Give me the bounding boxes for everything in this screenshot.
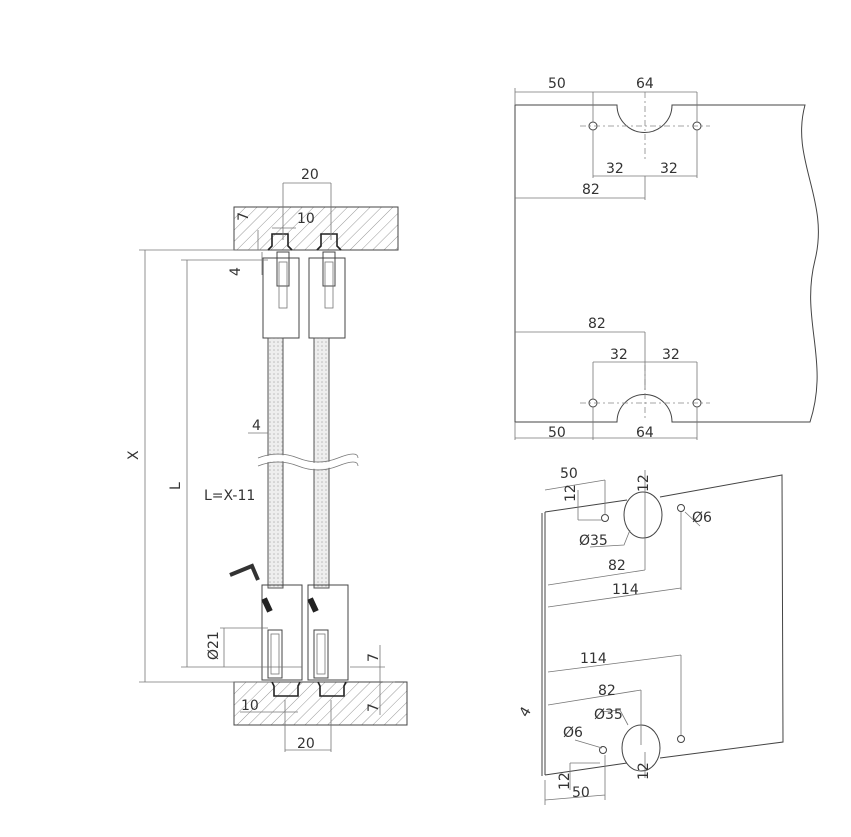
- iso-dim-top-hole-diameter: Ø6: [692, 510, 712, 526]
- dim-bottom-width: 20: [297, 736, 315, 752]
- break-line: [256, 455, 361, 469]
- dim-wheel-diameter: Ø21: [206, 631, 222, 660]
- allen-key-icon: [229, 563, 260, 581]
- iso-top-hole-left: [601, 514, 609, 522]
- dim-bottom-edge-offset: 50: [548, 425, 566, 441]
- dim-bottom-half-right: 32: [662, 347, 680, 363]
- dim-top-edge-offset: 50: [548, 76, 566, 92]
- dim-bottom-center: 82: [588, 316, 606, 332]
- iso-bottom-hole-left: [599, 746, 607, 754]
- dim-top-width: 20: [301, 167, 319, 183]
- iso-dim-bottom-hole-diameter: Ø6: [563, 725, 583, 741]
- dim-top-depth: 7: [236, 212, 252, 221]
- dim-top-center: 82: [582, 182, 600, 198]
- iso-dim-top-cutout-diameter: Ø35: [579, 533, 608, 549]
- bottom-carriage-right: [307, 584, 349, 681]
- dim-bottom-gap: 7: [366, 653, 382, 662]
- dim-panel-length-l: L: [168, 482, 184, 490]
- iso-bottom-hole-right: [677, 735, 685, 743]
- dim-bottom-groove: 10: [241, 698, 259, 714]
- top-carriage-right: [308, 251, 346, 339]
- formula-label: L=X-11: [204, 488, 255, 504]
- bottom-carriage-left: [261, 584, 303, 681]
- iso-dim-bottom-center: 82: [598, 683, 616, 699]
- iso-dim-bottom-edge-offset: 50: [572, 785, 590, 801]
- dim-bottom-half-left: 32: [610, 347, 628, 363]
- side-section-view: 20 10 7 4 4 X L L=X-11 Ø21 7 7 10 20: [126, 167, 408, 752]
- iso-dim-top-edge-offset: 50: [560, 466, 578, 482]
- iso-top-hole-right: [677, 504, 685, 512]
- dim-top-half-left: 32: [606, 161, 624, 177]
- iso-dim-bottom-hole-inset: 12: [557, 772, 573, 790]
- iso-dim-top-far-hole: 114: [612, 582, 639, 598]
- iso-dim-bottom-cutout-diameter: Ø35: [594, 707, 623, 723]
- bottom-groove-left: [271, 681, 301, 697]
- plate-outline: [514, 104, 819, 423]
- iso-dim-thickness: 4: [517, 704, 535, 720]
- iso-dim-bottom-far-hole: 114: [580, 651, 607, 667]
- dim-top-hole-spacing: 64: [636, 76, 654, 92]
- top-groove-left: [267, 233, 293, 251]
- top-track-section: [233, 206, 399, 251]
- iso-top-cutout: [623, 491, 663, 539]
- dim-bottom-hole-spacing: 64: [636, 425, 654, 441]
- dim-panel-thickness: 4: [252, 418, 261, 434]
- iso-dim-bottom-cutout-inset: 12: [636, 762, 652, 780]
- top-carriage-left: [262, 251, 300, 339]
- bottom-groove-right: [317, 681, 347, 697]
- dim-top-half-right: 32: [660, 161, 678, 177]
- plate-iso-view: 50 12 12 Ø35 Ø6 82 114 114 82 Ø35 4 Ø6 1…: [517, 466, 784, 805]
- iso-dim-top-center: 82: [608, 558, 626, 574]
- iso-dim-top-cutout-inset: 12: [636, 474, 652, 492]
- dim-bottom-depth: 7: [366, 703, 382, 712]
- iso-dim-top-hole-inset: 12: [563, 484, 579, 502]
- top-groove-right: [316, 233, 342, 251]
- iso-plate-outline: [541, 474, 784, 776]
- plate-front-view: 50 64 32 32 82 82 32 32 50 64: [514, 76, 819, 441]
- dim-height-x: X: [126, 450, 142, 460]
- dim-top-gap: 4: [228, 267, 244, 276]
- dim-top-groove: 10: [297, 211, 315, 227]
